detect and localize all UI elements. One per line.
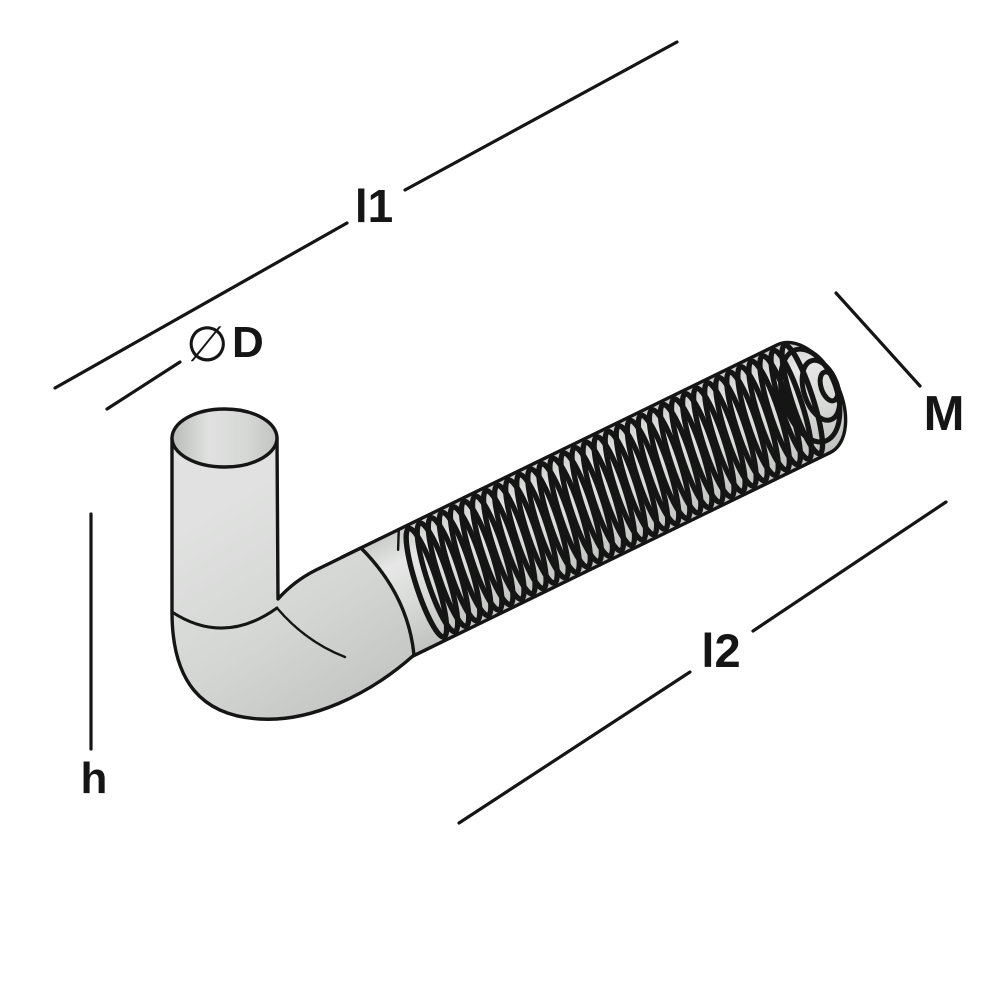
thread-runout-notch [396,529,400,552]
elbow-inner-contour [275,606,347,659]
dim-label-m: M [924,387,965,441]
dim-label-d: D [232,318,264,367]
dim-line-l2-left [457,670,692,825]
dim-line-diameter [105,360,182,411]
shank-top-cap [170,407,279,469]
dim-line-thread-m [834,291,922,388]
dim-label-h: h [81,754,108,803]
bolt-shank-and-elbow [170,436,416,721]
thread-rings [403,342,826,640]
dim-line-l1-left [53,221,349,390]
dim-line-l2-right [751,500,948,633]
diameter-symbol: ∅ [186,316,229,373]
dim-line-l1-right [403,40,679,192]
dim-label-l2: l2 [701,624,740,677]
shank-bottom-arc [170,606,279,630]
dim-label-l1: l1 [355,180,393,232]
bolt-threaded-rod [339,340,848,667]
rod-tip-rings [778,346,843,445]
